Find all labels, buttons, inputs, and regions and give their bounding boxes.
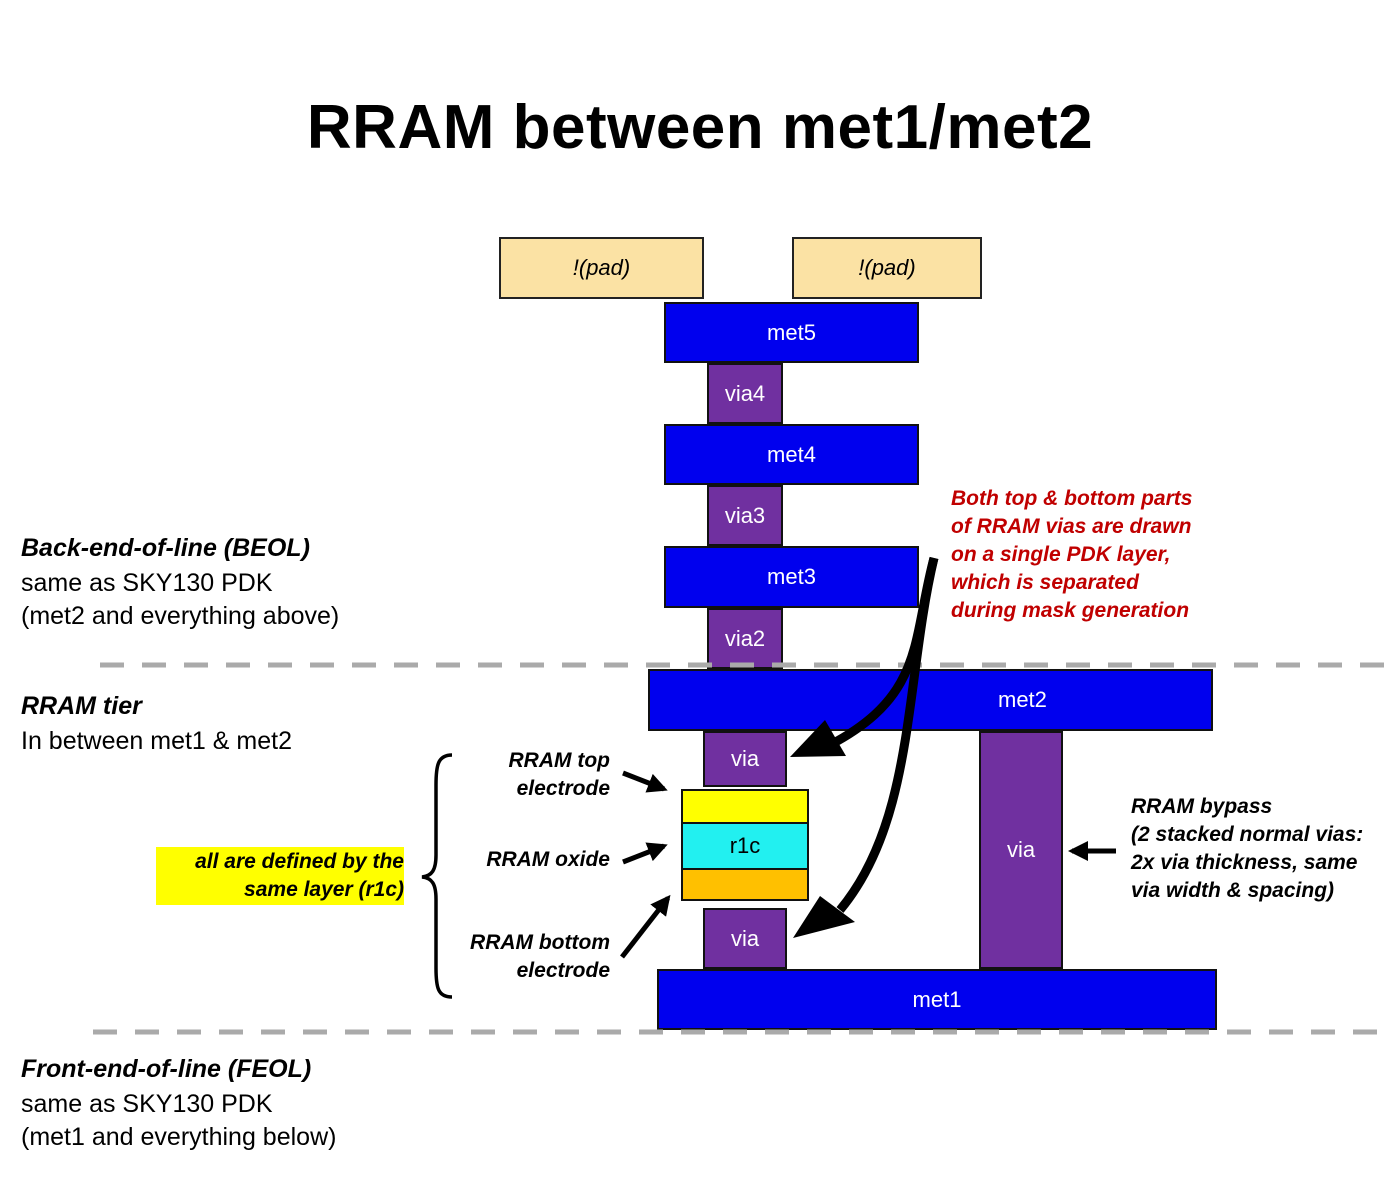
feol-line1: same as SKY130 PDK xyxy=(21,1090,273,1118)
arrow-note-to-bottom-via xyxy=(836,556,939,913)
bypass-note: RRAM bypass (2 stacked normal vias: 2x v… xyxy=(1131,793,1363,905)
met4-layer: met4 xyxy=(664,424,919,485)
rram-line1: In between met1 & met2 xyxy=(21,727,292,755)
arrow-top-electrode xyxy=(622,770,668,793)
red-note-line3: on a single PDK layer, xyxy=(951,543,1171,566)
bypass-note-line4: via width & spacing) xyxy=(1131,879,1335,902)
bottom-electrode-label: RRAM bottom electrode xyxy=(420,929,610,985)
arrow-bottom-electrode xyxy=(620,894,671,959)
rram-title: RRAM tier xyxy=(21,692,142,720)
pad-left: !(pad) xyxy=(499,237,704,299)
same-layer-line1: all are defined by the xyxy=(195,850,404,873)
same-layer-line2: same layer (r1c) xyxy=(244,878,404,901)
red-note: Both top & bottom parts of RRAM vias are… xyxy=(951,485,1192,625)
via-top-layer: via xyxy=(703,731,787,787)
top-electrode-label: RRAM top electrode xyxy=(430,747,610,803)
beol-title: Back-end-of-line (BEOL) xyxy=(21,534,310,562)
beol-line2: (met2 and everything above) xyxy=(21,602,340,630)
red-note-line4: which is separated xyxy=(951,571,1139,594)
arrow-note-to-bottom-via-head xyxy=(793,896,855,938)
met3-layer: met3 xyxy=(664,546,919,608)
top-electrode-line1: RRAM top xyxy=(508,749,610,772)
rram-section: RRAM tier In between met1 & met2 xyxy=(21,692,292,756)
red-note-line5: during mask generation xyxy=(951,599,1190,622)
beol-line1: same as SKY130 PDK xyxy=(21,569,273,597)
same-layer-note: all are defined by the same layer (r1c) xyxy=(156,847,404,905)
page-title: RRAM between met1/met2 xyxy=(306,93,1094,162)
via-bottom-layer: via xyxy=(703,908,787,969)
arrow-note-to-top-via-head xyxy=(790,720,846,757)
curly-brace xyxy=(421,753,453,999)
arrow-oxide xyxy=(622,842,668,865)
bottom-electrode-line1: RRAM bottom xyxy=(470,931,610,954)
rram-top-electrode xyxy=(681,789,809,824)
pad-right: !(pad) xyxy=(792,237,982,299)
red-note-line1: Both top & bottom parts xyxy=(951,487,1193,510)
via2-layer: via2 xyxy=(707,608,783,669)
red-note-line2: of RRAM vias are drawn xyxy=(951,515,1192,538)
feol-section: Front-end-of-line (FEOL) same as SKY130 … xyxy=(21,1055,336,1152)
bypass-note-line2: (2 stacked normal vias: xyxy=(1131,823,1364,846)
met2-layer: met2 xyxy=(648,669,1213,731)
beol-section: Back-end-of-line (BEOL) same as SKY130 P… xyxy=(21,534,339,631)
bypass-note-line3: 2x via thickness, same xyxy=(1131,851,1358,874)
rram-oxide: r1c xyxy=(681,822,809,870)
oxide-label: RRAM oxide xyxy=(486,848,610,871)
top-electrode-line2: electrode xyxy=(516,777,610,800)
via-bypass-layer: via xyxy=(979,731,1063,969)
bottom-electrode-line2: electrode xyxy=(516,959,610,982)
bypass-note-line1: RRAM bypass xyxy=(1131,795,1273,818)
rram-bottom-electrode xyxy=(681,868,809,901)
feol-line2: (met1 and everything below) xyxy=(21,1123,337,1151)
met1-layer: met1 xyxy=(657,969,1217,1030)
via4-layer: via4 xyxy=(707,363,783,424)
via3-layer: via3 xyxy=(707,485,783,546)
met5-layer: met5 xyxy=(664,302,919,363)
feol-title: Front-end-of-line (FEOL) xyxy=(21,1055,312,1083)
